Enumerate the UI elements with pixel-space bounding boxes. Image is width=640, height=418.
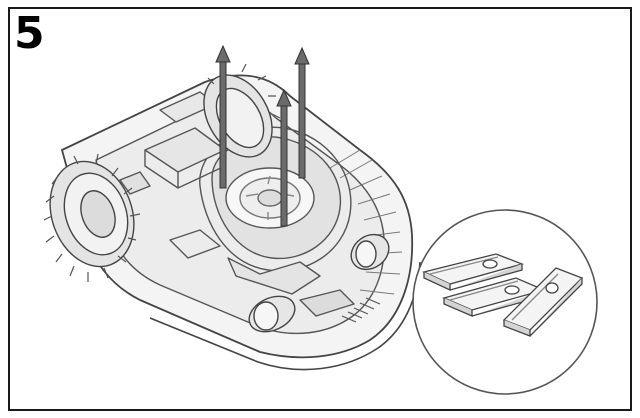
front-caster-left <box>248 295 296 333</box>
blade <box>502 267 584 337</box>
front-caster-right <box>350 233 390 271</box>
lift-arrow <box>294 46 310 179</box>
step-number: 5 <box>14 8 45 59</box>
lift-arrows <box>215 44 310 227</box>
blade-detail-callout <box>412 209 598 395</box>
lift-arrow <box>276 88 292 227</box>
lift-arrow <box>215 44 231 189</box>
mower-body <box>61 74 421 371</box>
blade <box>422 253 525 292</box>
rear-wheel-left <box>43 153 141 282</box>
figure-frame <box>8 7 632 411</box>
